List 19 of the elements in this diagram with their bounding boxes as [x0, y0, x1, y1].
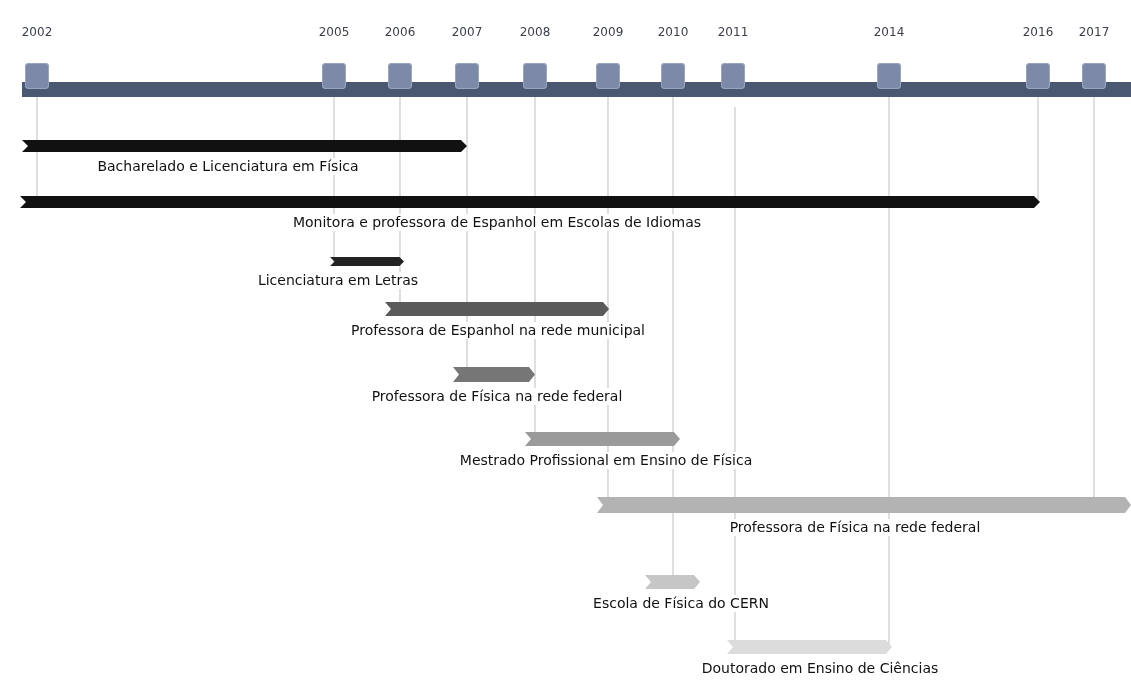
year-label: 2005 — [318, 25, 350, 39]
bar-label: Monitora e professora de Espanhol em Escolas de Idiomas — [291, 214, 703, 231]
year-label: 2007 — [451, 25, 483, 39]
year-label: 2011 — [717, 25, 749, 39]
bar-label: Escola de Física do CERN — [592, 595, 770, 612]
year-label: 2016 — [1022, 25, 1054, 39]
year-label: 2010 — [657, 25, 689, 39]
year-label: 2002 — [21, 25, 53, 39]
year-label: 2009 — [592, 25, 624, 39]
year-label: 2017 — [1078, 25, 1110, 39]
bar-label: Professora de Espanhol na rede municipal — [350, 322, 646, 339]
bar-label: Mestrado Profissional em Ensino de Física — [458, 452, 754, 469]
year-label: 2006 — [384, 25, 416, 39]
bar-label: Bacharelado e Licenciatura em Física — [96, 158, 360, 175]
year-label: 2008 — [519, 25, 551, 39]
bar-label: Professora de Física na rede federal — [728, 519, 982, 536]
year-label: 2014 — [873, 25, 905, 39]
bar-label: Licenciatura em Letras — [256, 272, 420, 289]
bar-label: Professora de Física na rede federal — [370, 388, 624, 405]
